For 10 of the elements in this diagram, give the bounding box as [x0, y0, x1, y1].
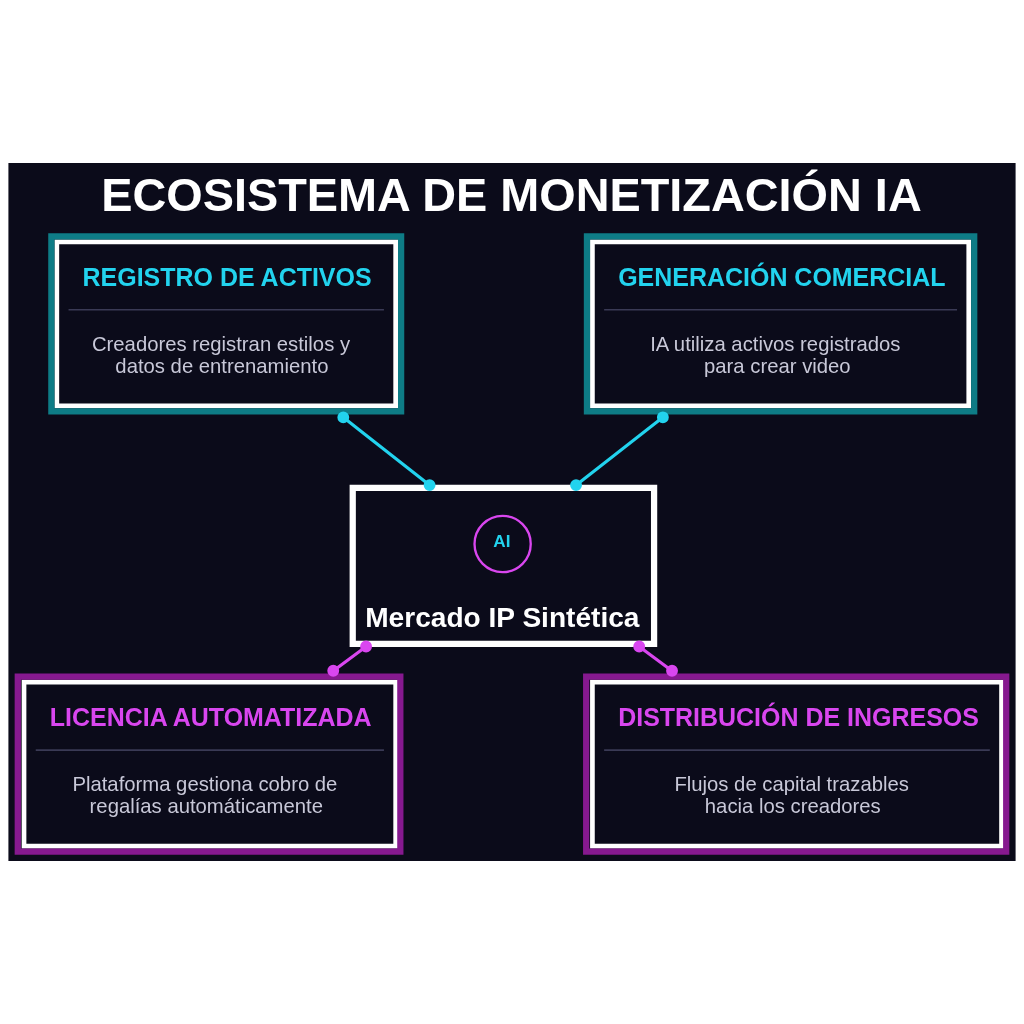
connector — [633, 640, 678, 677]
node-box: GENERACIÓN COMERCIAL IA utiliza activos registrados para crear video — [583, 233, 978, 415]
node-circle: AI — [473, 514, 532, 574]
node-box: REGISTRO DE ACTIVOS Creadores registran estilos y datos de entrenamiento — [48, 233, 405, 415]
node-box: DISTRIBUCIÓN DE INGRESOS Flujos de capital trazables hacia los creadores — [583, 673, 1010, 855]
connector — [327, 640, 372, 677]
connector — [570, 411, 669, 492]
connector — [337, 411, 436, 492]
node-box: LICENCIA AUTOMATIZADA Plataforma gestiona cobro de regalías automáticamente — [14, 673, 404, 855]
diagram-title: ECOSISTEMA DE MONETIZACIÓN IA — [101, 169, 922, 222]
